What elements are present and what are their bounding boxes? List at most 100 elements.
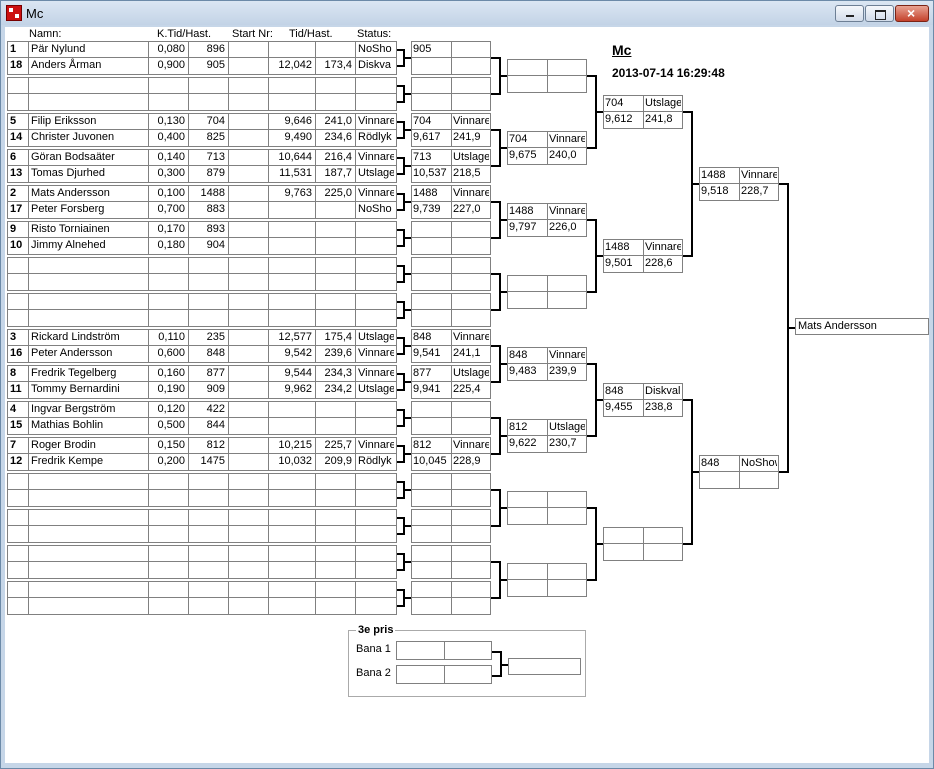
entry-hast: 241,0 <box>324 115 352 127</box>
round2-status: Utslagen <box>453 367 489 379</box>
entry-name: Fredrik Tegelberg <box>31 367 117 379</box>
pair-frame <box>7 221 397 255</box>
entry-row[interactable] <box>7 310 397 326</box>
round2-time: 9,617 <box>413 131 441 143</box>
entry-row[interactable] <box>7 510 397 526</box>
entry-row[interactable] <box>7 274 397 290</box>
entry-name: Mats Andersson <box>31 187 110 199</box>
entry-seed: 10 <box>10 239 23 251</box>
entry-status: Vinnare <box>358 151 394 163</box>
entry-ktid: 0,700 <box>157 203 185 215</box>
round2-start: 848 <box>413 331 432 343</box>
entry-status: Rödlyk <box>358 131 392 143</box>
winner-box[interactable] <box>795 318 929 335</box>
entry-seed: 6 <box>10 151 17 163</box>
event-datetime: 2013-07-14 16:29:48 <box>612 66 725 80</box>
round2-speed: 225,4 <box>453 383 481 395</box>
entry-name: Ingvar Bergström <box>31 403 116 415</box>
entry-tid: 9,544 <box>284 367 312 379</box>
entry-seed: 17 <box>10 203 23 215</box>
minimize-button[interactable] <box>835 5 864 22</box>
round2-status: Vinnare <box>453 187 489 199</box>
entry-status: Vinnare <box>358 347 394 359</box>
round2-start: 905 <box>413 43 432 55</box>
entry-hast: 234,6 <box>324 131 352 143</box>
entry-row[interactable] <box>7 598 397 614</box>
entry-seed: 7 <box>10 439 17 451</box>
app-icon <box>6 5 22 21</box>
round3-status: Vinnare <box>549 205 585 217</box>
entry-status: Diskva <box>358 59 392 71</box>
entry-ktid: 0,140 <box>157 151 185 163</box>
pair-frame <box>7 77 397 111</box>
entry-name: Jimmy Alnehed <box>31 239 106 251</box>
entry-row[interactable] <box>7 258 397 274</box>
entry-row[interactable] <box>7 78 397 94</box>
close-icon: × <box>907 5 916 21</box>
pair-frame <box>7 293 397 327</box>
header-ktid: K.Tid/Hast. <box>157 28 211 40</box>
round2-time: 9,739 <box>413 203 441 215</box>
round4-time: 9,455 <box>605 401 633 413</box>
entry-row[interactable] <box>7 562 397 578</box>
round3-speed: 240,0 <box>549 149 577 161</box>
entry-status: Rödlyk <box>358 455 392 467</box>
close-button[interactable]: × <box>895 5 929 22</box>
entry-tid: 9,490 <box>284 131 312 143</box>
entry-start: 1488 <box>200 187 225 199</box>
entry-tid: 11,531 <box>279 167 312 179</box>
entry-hast: 225,7 <box>324 439 352 451</box>
entry-ktid: 0,110 <box>158 331 185 343</box>
entry-start: 883 <box>206 203 225 215</box>
round3-start: 812 <box>509 421 528 433</box>
round3-start: 704 <box>509 133 528 145</box>
entry-name: Fredrik Kempe <box>31 455 104 467</box>
round3-speed: 230,7 <box>549 437 577 449</box>
entry-row[interactable] <box>7 294 397 310</box>
window-title: Mc <box>26 6 44 21</box>
entry-hast: 239,6 <box>324 347 352 359</box>
entry-ktid: 0,900 <box>157 59 185 71</box>
round2-start: 704 <box>413 115 432 127</box>
entry-row[interactable] <box>7 582 397 598</box>
entry-ktid: 0,160 <box>157 367 185 379</box>
maximize-button[interactable] <box>865 5 894 22</box>
entry-ktid: 0,190 <box>157 383 185 395</box>
entry-row[interactable] <box>7 94 397 110</box>
entry-ktid: 0,150 <box>157 439 185 451</box>
entry-row[interactable] <box>7 474 397 490</box>
round3-start: 1488 <box>509 205 534 217</box>
entry-seed: 14 <box>10 131 23 143</box>
entry-name: Pär Nylund <box>31 43 86 55</box>
round5-status: Vinnare <box>741 169 777 181</box>
round4-time: 9,612 <box>605 113 633 125</box>
entry-start: 848 <box>206 347 225 359</box>
entry-seed: 8 <box>10 367 17 379</box>
entry-start: 905 <box>206 59 225 71</box>
entry-row[interactable] <box>7 490 397 506</box>
round5-status: NoShow <box>741 457 777 469</box>
third-result-box[interactable] <box>508 658 581 675</box>
entry-name: Tommy Bernardini <box>31 383 120 395</box>
round3-time: 9,483 <box>509 365 537 377</box>
pair-frame <box>7 401 397 435</box>
round3-status: Utslagen <box>549 421 585 433</box>
pair-frame <box>7 545 397 579</box>
entry-row[interactable] <box>7 546 397 562</box>
entry-start: 713 <box>206 151 225 163</box>
pair-frame <box>7 509 397 543</box>
entry-start: 893 <box>206 223 225 235</box>
entry-ktid: 0,500 <box>157 419 185 431</box>
entry-status: NoSho <box>358 203 392 215</box>
entry-ktid: 0,130 <box>157 115 185 127</box>
round4-speed: 238,8 <box>645 401 673 413</box>
entry-tid: 9,763 <box>284 187 312 199</box>
entry-row[interactable] <box>7 526 397 542</box>
third-place-group <box>348 630 586 697</box>
round4-time: 9,501 <box>605 257 633 269</box>
entry-name: Tomas Djurhed <box>31 167 105 179</box>
entry-seed: 18 <box>10 59 23 71</box>
title-bar[interactable]: Mc × <box>1 1 933 25</box>
entry-name: Christer Juvonen <box>31 131 115 143</box>
round3-speed: 239,9 <box>549 365 577 377</box>
